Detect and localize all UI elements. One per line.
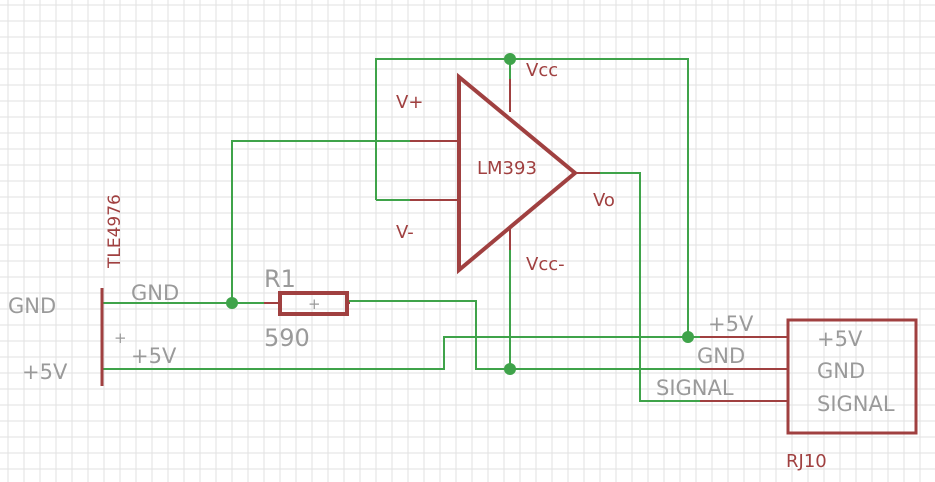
opamp-triangle-icon [457, 72, 579, 275]
wire-vcc-rail [102, 336, 786, 370]
junction-dot-icon[interactable] [504, 53, 516, 65]
wire-gnd-to-vplus [231, 140, 410, 303]
wire-vcc-top [375, 58, 689, 337]
connector-inner-label-1: +5V [817, 327, 863, 351]
connector-pin2-label: GND [697, 344, 745, 368]
resistor-r1[interactable] [264, 291, 350, 316]
connector-pin3-label: SIGNAL [656, 376, 734, 400]
comparator-name: LM393 [477, 158, 537, 179]
net-label-gnd: GND [8, 294, 56, 318]
comparator-pin-vcc: Vcc [526, 60, 558, 81]
junction-dot-icon[interactable] [504, 363, 516, 375]
comparator-pin-vcc-neg: Vcc- [526, 254, 565, 275]
sensor-name: TLE4976 [105, 194, 125, 269]
labels: TLE4976 + GND +5V GND +5V R1 590 + LM393… [8, 60, 895, 472]
sensor-pin-vcc: +5V [131, 344, 177, 368]
resistor-value: 590 [264, 324, 310, 352]
sensor-pin-gnd: GND [131, 281, 179, 305]
net-wires [102, 58, 786, 402]
connector-rj10[interactable] [700, 318, 918, 435]
net-label-vcc: +5V [22, 360, 68, 384]
resistor-name: R1 [264, 265, 296, 293]
resistor-mark: + [308, 295, 321, 313]
wire-r1-to-vcc-neg [347, 300, 786, 370]
junctions [226, 53, 694, 375]
connector-inner-label-2: GND [817, 359, 865, 383]
connector-name: RJ10 [786, 451, 827, 472]
junction-dot-icon[interactable] [226, 297, 238, 309]
comparator-pin-out: Vo [593, 190, 615, 211]
connector-icon [786, 318, 918, 435]
sensor-mark: + [114, 329, 127, 347]
junction-dot-icon[interactable] [682, 331, 694, 343]
connector-pin1-label: +5V [708, 312, 754, 336]
comparator-pin-vminus: V- [396, 222, 414, 243]
comparator-pin-vplus: V+ [396, 92, 423, 113]
comparator-lm393[interactable] [410, 72, 600, 275]
connector-inner-label-3: SIGNAL [817, 392, 895, 416]
